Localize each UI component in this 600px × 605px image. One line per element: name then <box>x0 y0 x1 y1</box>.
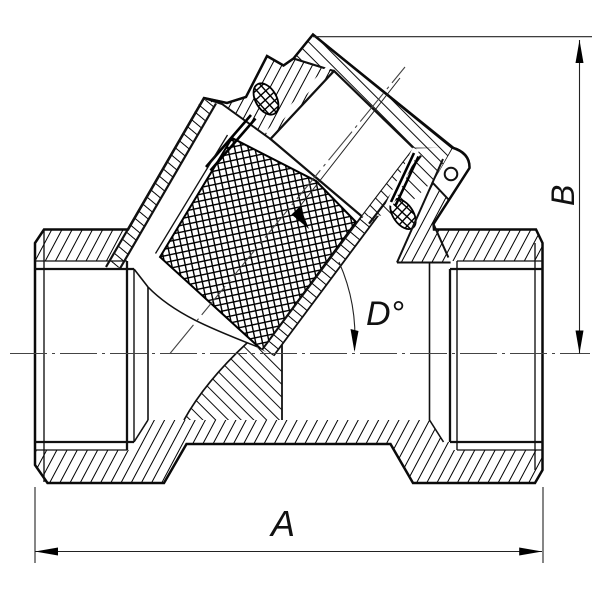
svg-text:B: B <box>545 185 581 206</box>
svg-text:A: A <box>269 503 295 544</box>
svg-text:D°: D° <box>366 295 404 333</box>
